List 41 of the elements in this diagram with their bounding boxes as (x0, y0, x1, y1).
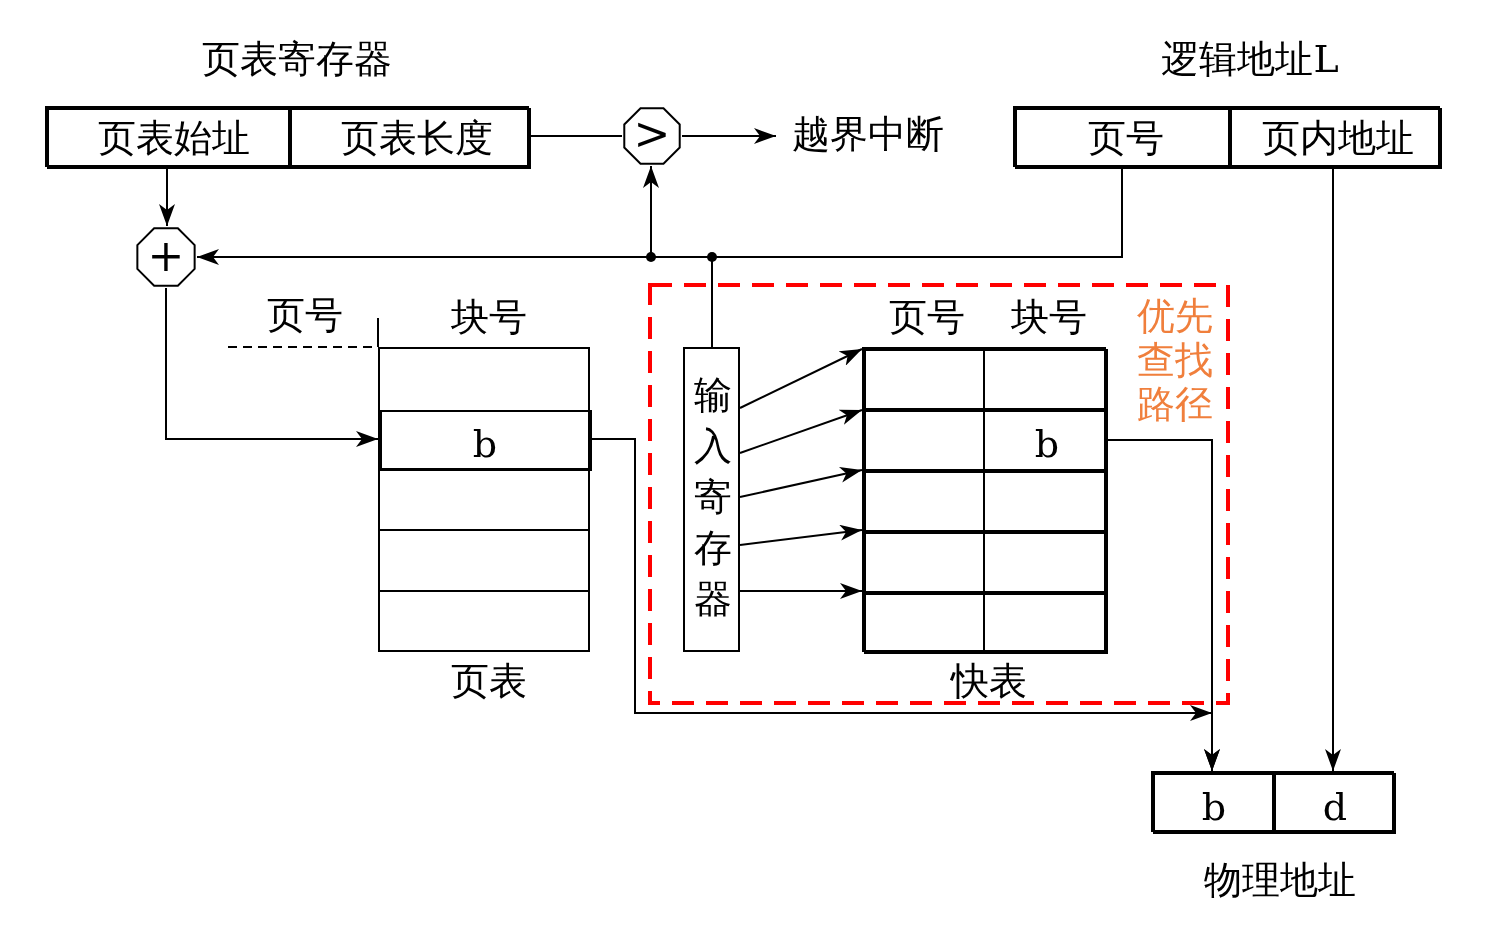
heading: 页表寄存器 (202, 40, 392, 78)
table-row (864, 532, 1108, 593)
comparator-symbol (622, 106, 682, 166)
table-caption: 页表 (451, 662, 527, 700)
line (528, 135, 623, 137)
table-row (864, 593, 1108, 654)
column-heading: 块号 (451, 298, 527, 336)
input-register (683, 347, 740, 652)
heading: 逻辑地址L (1161, 40, 1339, 78)
arrow (739, 583, 863, 599)
address-cell: d (1274, 773, 1396, 834)
table-caption: 快表 (951, 662, 1027, 700)
table-row (864, 349, 1108, 410)
register-cell: 页表长度 (290, 108, 531, 169)
search-path-frame (650, 285, 1228, 703)
adder-symbol (135, 226, 197, 288)
address-cell: 页内地址 (1230, 108, 1442, 169)
address-label: 物理地址 (1204, 861, 1356, 899)
arrow (739, 409, 863, 454)
column-heading: 页号 (889, 298, 965, 336)
table-row: b (380, 410, 592, 471)
arrow (739, 466, 863, 498)
table-row (864, 471, 1108, 532)
symbol-label: > (633, 112, 671, 156)
arrow (681, 128, 777, 144)
symbol-label: + (147, 234, 185, 278)
arrow (1325, 166, 1341, 772)
arrow (165, 287, 379, 447)
arrow (739, 348, 863, 409)
column-heading: 块号 (1011, 298, 1087, 336)
address-cell: b (1153, 773, 1274, 834)
arrow (739, 524, 863, 546)
column-heading: 页号 (267, 296, 343, 334)
arrow (159, 166, 175, 227)
address-cell: 页号 (1015, 108, 1230, 169)
signal-label: 越界中断 (780, 112, 956, 158)
path-label: 优先查找路径 (1137, 294, 1214, 426)
register-cell: 页表始址 (47, 108, 290, 169)
register-label: 输入寄存器 (693, 371, 733, 623)
symbol-label: b (1034, 425, 1060, 463)
table-row (864, 410, 1108, 471)
